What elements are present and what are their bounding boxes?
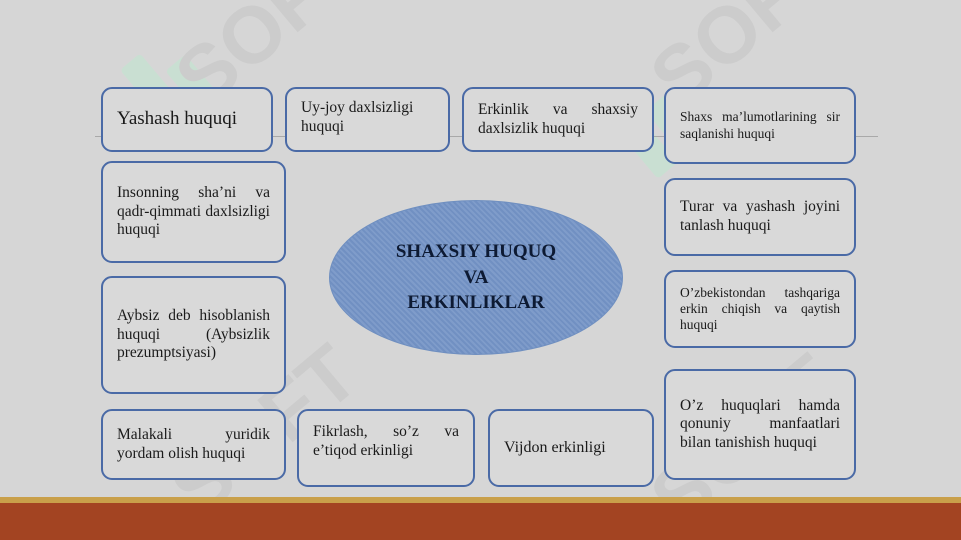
box-malakali-text: Malakali yuridik yordam olish huquqi [117, 425, 270, 462]
center-title-line-2: VA [463, 266, 489, 288]
box-aybsiz: Aybsiz deb hisoblanish huquqi (Aybsizlik… [101, 276, 286, 394]
box-yashash-text: Yashash huquqi [117, 108, 238, 130]
center-title: SHAXSIY HUQUQ VA ERKINLIKLAR [396, 239, 556, 316]
box-uy-joy: Uy-joy daxlsizligi huquqi [285, 87, 450, 152]
box-oz-huquqlari: O’z huquqlari hamda qonuniy manfaatlari … [664, 369, 856, 480]
box-insonning-text: Insonning sha’ni va qadr-qimmati daxlsiz… [117, 184, 270, 239]
box-insonning: Insonning sha’ni va qadr-qimmati daxlsiz… [101, 161, 286, 263]
box-aybsiz-text: Aybsiz deb hisoblanish huquqi (Aybsizlik… [117, 307, 270, 362]
box-shaxs-text: Shaxs ma’lumotlarining sir saqlanishi hu… [680, 109, 840, 141]
center-title-line-3: ERKINLIKLAR [407, 292, 545, 314]
box-vijdon: Vijdon erkinligi [488, 409, 654, 487]
box-turar: Turar va yashash joyini tanlash huquqi [664, 178, 856, 256]
box-malakali: Malakali yuridik yordam olish huquqi [101, 409, 286, 480]
box-fikrlash: Fikrlash, so’z va e’tiqod erkinligi [297, 409, 475, 487]
box-fikrlash-text: Fikrlash, so’z va e’tiqod erkinligi [313, 423, 459, 459]
box-turar-text: Turar va yashash joyini tanlash huquqi [680, 198, 840, 234]
box-oz-huquqlari-text: O’z huquqlari hamda qonuniy manfaatlari … [680, 396, 840, 451]
footer-band [0, 503, 961, 540]
box-yashash: Yashash huquqi [101, 87, 273, 152]
box-vijdon-text: Vijdon erkinligi [504, 439, 606, 457]
footer-accent-line [0, 497, 961, 503]
box-shaxs: Shaxs ma’lumotlarining sir saqlanishi hu… [664, 87, 856, 164]
box-ozbekiston-text: O’zbekistondan tashqariga erkin chiqish … [680, 284, 840, 333]
box-erkinlik: Erkinlik va shaxsiy daxlsizlik huquqi [462, 87, 654, 152]
center-title-line-1: SHAXSIY HUQUQ [395, 241, 557, 263]
center-ellipse: SHAXSIY HUQUQ VA ERKINLIKLAR [329, 200, 623, 355]
box-uy-joy-text: Uy-joy daxlsizligi huquqi [301, 99, 414, 135]
box-erkinlik-text: Erkinlik va shaxsiy daxlsizlik huquqi [478, 100, 638, 137]
box-ozbekiston: O’zbekistondan tashqariga erkin chiqish … [664, 270, 856, 348]
